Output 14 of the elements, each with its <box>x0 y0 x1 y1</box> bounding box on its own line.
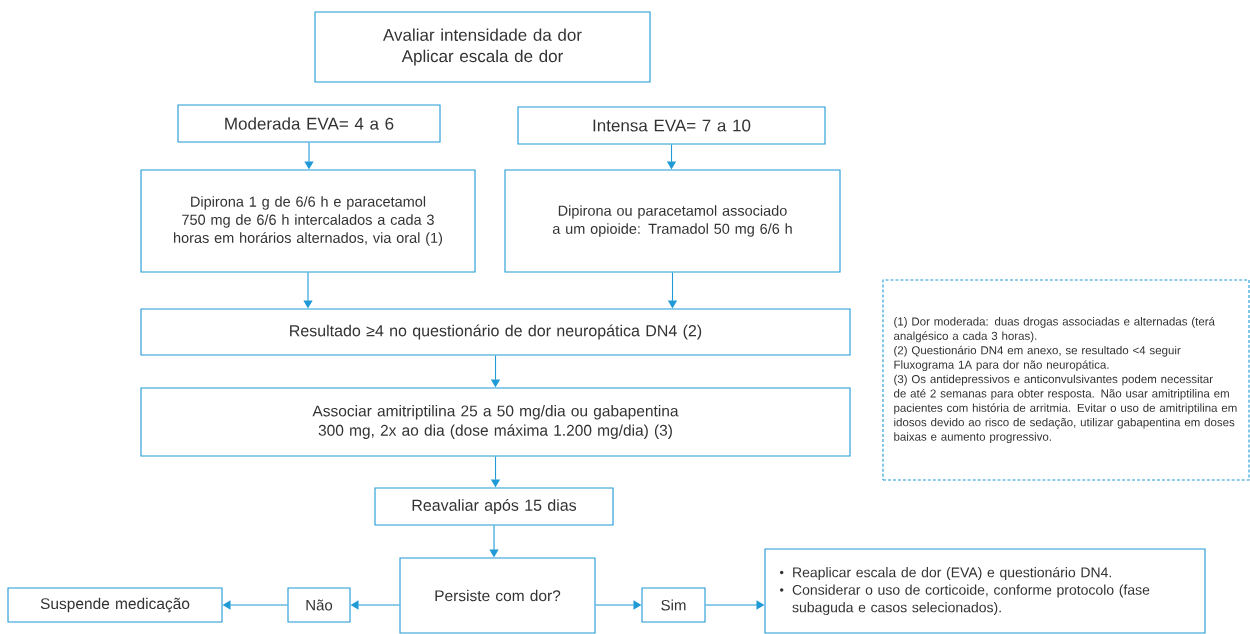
answer-box: Não <box>287 587 351 623</box>
process-box: Intensa EVA= 7 a 10 <box>517 106 826 145</box>
process-box: Dipirona ou paracetamol associado a um opioide: Tramadol 50 mg 6/6 h <box>504 169 841 273</box>
process-box: Moderada EVA= 4 a 6 <box>177 104 441 143</box>
process-box: Resultado ≥4 no questionário de dor neuropática DN4 (2) <box>140 308 851 356</box>
action-box: Reaplicar escala de dor (EVA) e questionário DN4. Considerar o uso de corticoide, conforme protocolo (fase subaguda e casos selecionados). <box>764 548 1206 634</box>
process-box: Suspende medicação <box>7 587 223 623</box>
answer-box: Sim <box>641 587 706 623</box>
process-box: Avaliar intensidade da dor Aplicar escala de dor <box>314 11 651 83</box>
decision-box: Persiste com dor? <box>399 557 596 634</box>
note-box: (1) Dor moderada: duas drogas associadas e alternadas (terá analgésico a cada 3 horas). (2) Questionário DN4 em anexo, se resultado <4 seguir Fluxograma 1A para dor não neuropática. (3) Os antidepressivos e anticonvulsivantes podem necessitar de até 2 semanas para obter resposta. Não usar amitriptilina em pacientes com história de arritmia. Evitar o uso de amitriptilina em idosos devido ao risco de sedação, utilizar gabapentina em doses baixas e aumento progressivo. <box>882 279 1250 481</box>
process-box: Associar amitriptilina 25 a 50 mg/dia ou gabapentina 300 mg, 2x ao dia (dose máxima 1.200 mg/dia) (3) <box>140 387 851 457</box>
process-box: Reavaliar após 15 dias <box>374 487 614 526</box>
process-box: Dipirona 1 g de 6/6 h e paracetamol 750 mg de 6/6 h intercalados a cada 3 horas em horários alternados, via oral (1) <box>140 169 476 273</box>
